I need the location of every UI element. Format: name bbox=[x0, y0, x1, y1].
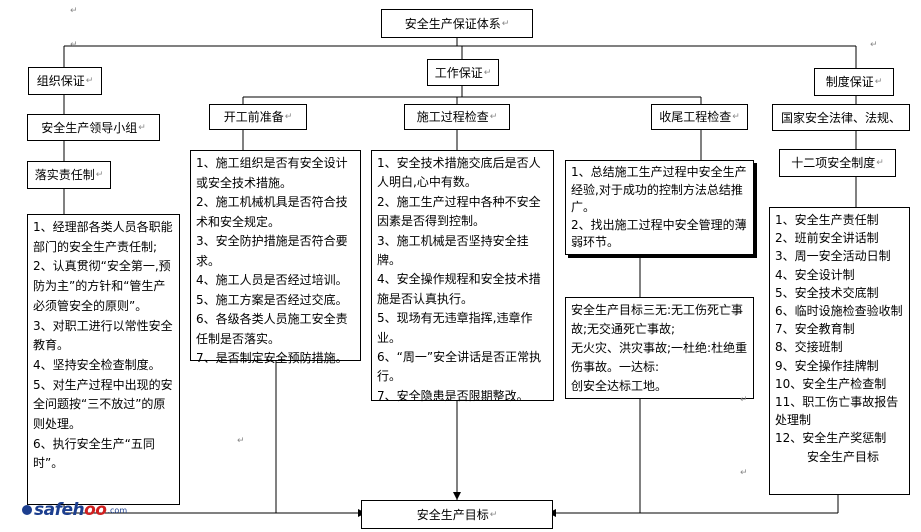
work-branch-title: 工作保证 bbox=[434, 65, 483, 80]
pre-item: 4、施工人员是否经过培训。 bbox=[196, 273, 348, 287]
process-check-title: 施工过程检查 bbox=[416, 110, 489, 124]
paragraph-mark: ↵ bbox=[501, 18, 510, 29]
arrow-down-into-goal bbox=[453, 492, 461, 500]
final-check-box: 收尾工程检查↵ bbox=[651, 104, 748, 130]
logo-dot-icon bbox=[22, 505, 32, 515]
final-goal-line: 安全生产目标三无:无工伤死亡事故;无交通死亡事故; bbox=[571, 303, 744, 336]
system-branch-title: 制度保证 bbox=[825, 75, 874, 89]
process-item: 7、安全隐患是否限期整改。 bbox=[377, 388, 529, 403]
process-item: 2、施工生产过程中各种不安全因素是否得到控制。 bbox=[377, 194, 541, 229]
org-item: 2、认真贯彻“安全第一,预防为主”的方针和“管生产必须管安全的原则”。 bbox=[33, 259, 171, 313]
system-laws-title: 国家安全法律、法规、 bbox=[780, 110, 901, 125]
paragraph-mark: ↵ bbox=[489, 112, 498, 122]
system-item: 1、安全生产责任制 bbox=[775, 213, 879, 227]
final-goal-box: 安全生产目标三无:无工伤死亡事故;无交通死亡事故; 无火灾、洪灾事故;一杜绝:杜… bbox=[565, 297, 754, 399]
pre-item: 2、施工机械机具是否符合技术和安全规定。 bbox=[196, 195, 348, 229]
paragraph-mark: ↵ bbox=[740, 395, 748, 405]
org-duty-title: 落实责任制 bbox=[34, 168, 95, 182]
pre-item: 7、是否制定安全预防措施。 bbox=[196, 351, 348, 365]
root-box: 安全生产保证体系↵ bbox=[381, 9, 533, 38]
site-logo: safehoo .com bbox=[22, 500, 127, 520]
system-item: 4、安全设计制 bbox=[775, 267, 855, 282]
logo-word-b: oo bbox=[84, 500, 107, 520]
system-footer-text: 安全生产目标 bbox=[807, 449, 880, 464]
system-laws-box: 国家安全法律、法规、 bbox=[772, 104, 910, 131]
process-item: 4、安全操作规程和安全技术措施是否认真执行。 bbox=[377, 272, 541, 306]
org-item: 3、对职工进行以常性安全教育。 bbox=[33, 318, 173, 353]
paragraph-mark: ↵ bbox=[489, 509, 498, 520]
org-branch-title: 组织保证 bbox=[36, 74, 85, 88]
process-item: 1、安全技术措施交底后是否人人明白,心中有数。 bbox=[377, 156, 541, 190]
paragraph-mark: ↵ bbox=[284, 112, 293, 122]
org-branch-box: 组织保证↵ bbox=[28, 67, 102, 95]
system-item: 3、周一安全活动日制 bbox=[775, 249, 891, 264]
system-item: 8、交接班制 bbox=[775, 340, 843, 355]
org-item: 1、经理部各类人员各职能部门的安全生产责任制; bbox=[33, 220, 173, 254]
paragraph-mark: ↵ bbox=[70, 6, 78, 16]
pre-item: 1、施工组织是否有安全设计或安全技术措施。 bbox=[196, 156, 348, 190]
org-duty-box: 落实责任制↵ bbox=[27, 161, 111, 189]
root-title: 安全生产保证体系 bbox=[404, 16, 501, 31]
work-branch-box: 工作保证↵ bbox=[427, 59, 499, 86]
system-item: 11、职工伤亡事故报告处理制 bbox=[775, 395, 899, 428]
org-item: 5、对生产过程中出现的安全问题按“三不放过”的原则处理。 bbox=[33, 377, 173, 432]
system-rules-list: 1、安全生产责任制 2、班前安全讲话制 3、周一安全活动日制 4、安全设计制 5… bbox=[769, 207, 910, 495]
pre-start-title: 开工前准备 bbox=[223, 110, 284, 124]
paragraph-mark: ↵ bbox=[732, 112, 740, 122]
process-check-list: 1、安全技术措施交底后是否人人明白,心中有数。 2、施工生产过程中各种不安全因素… bbox=[371, 150, 554, 403]
system-twelve-title: 十二项安全制度 bbox=[791, 156, 876, 170]
paragraph-mark: ↵ bbox=[70, 40, 78, 50]
paragraph-mark: ↵ bbox=[870, 40, 878, 50]
system-item: 9、安全操作挂牌制 bbox=[775, 358, 879, 373]
pre-item: 6、各级各类人员施工安全责任制是否落实。 bbox=[196, 312, 348, 346]
paragraph-mark: ↵ bbox=[95, 170, 104, 180]
final-check-title: 收尾工程检查 bbox=[659, 110, 732, 124]
system-branch-box: 制度保证↵ bbox=[814, 68, 894, 96]
paragraph-mark: ↵ bbox=[740, 468, 748, 478]
paragraph-mark: ↵ bbox=[874, 77, 883, 87]
system-twelve-box: 十二项安全制度↵ bbox=[779, 149, 896, 177]
process-check-box: 施工过程检查↵ bbox=[404, 104, 510, 130]
logo-tld: .com bbox=[107, 505, 128, 515]
paragraph-mark: ↵ bbox=[876, 158, 884, 168]
final-check-list: 1、总结施工生产过程中安全生产经验,对于成功的控制方法总结推广。 2、找出施工过… bbox=[565, 160, 754, 255]
final-goal-line: 创安全达标工地。 bbox=[571, 379, 668, 393]
pre-item: 5、施工方案是否经过交底。 bbox=[196, 292, 348, 307]
system-item: 12、安全生产奖惩制 bbox=[775, 431, 887, 446]
org-leader-title: 安全生产领导小组 bbox=[41, 120, 138, 135]
goal-title: 安全生产目标 bbox=[416, 507, 489, 522]
pre-item: 3、安全防护措施是否符合要求。 bbox=[196, 234, 348, 268]
org-item: 4、坚持安全检查制度。 bbox=[33, 357, 161, 372]
system-item: 2、班前安全讲话制 bbox=[775, 231, 879, 246]
process-item: 3、施工机械是否坚持安全挂牌。 bbox=[377, 233, 529, 268]
goal-box: 安全生产目标↵ bbox=[361, 500, 553, 529]
logo-word-a: safeh bbox=[34, 500, 85, 520]
paragraph-mark: ↵ bbox=[138, 122, 146, 133]
process-item: 6、“周一”安全讲话是否正常执行。 bbox=[377, 350, 542, 384]
system-item: 10、安全生产检查制 bbox=[775, 376, 887, 391]
system-item: 5、安全技术交底制 bbox=[775, 285, 879, 300]
paragraph-mark: ↵ bbox=[483, 67, 492, 78]
final-goal-line: 无火灾、洪灾事故;一杜绝:杜绝重伤事故。一达标: bbox=[571, 341, 748, 374]
paragraph-mark: ↵ bbox=[237, 436, 245, 446]
process-item: 5、现场有无违章指挥,违章作业。 bbox=[377, 311, 533, 345]
logo-word: safehoo bbox=[34, 500, 107, 520]
system-item: 6、临时设施检查验收制 bbox=[775, 304, 903, 319]
final-item: 1、总结施工生产过程中安全生产经验,对于成功的控制方法总结推广。 bbox=[571, 165, 747, 215]
org-item: 6、执行安全生产“五同时”。 bbox=[33, 436, 155, 471]
org-duty-list: 1、经理部各类人员各职能部门的安全生产责任制; 2、认真贯彻“安全第一,预防为主… bbox=[27, 214, 180, 505]
system-item: 7、安全教育制 bbox=[775, 322, 855, 337]
pre-start-box: 开工前准备↵ bbox=[209, 104, 307, 130]
final-item: 2、找出施工过程中安全管理的薄弱环节。 bbox=[571, 217, 747, 250]
paragraph-mark: ↵ bbox=[85, 76, 94, 86]
org-leader-box: 安全生产领导小组↵ bbox=[27, 114, 160, 141]
pre-start-list: 1、施工组织是否有安全设计或安全技术措施。 2、施工机械机具是否符合技术和安全规… bbox=[190, 150, 361, 365]
